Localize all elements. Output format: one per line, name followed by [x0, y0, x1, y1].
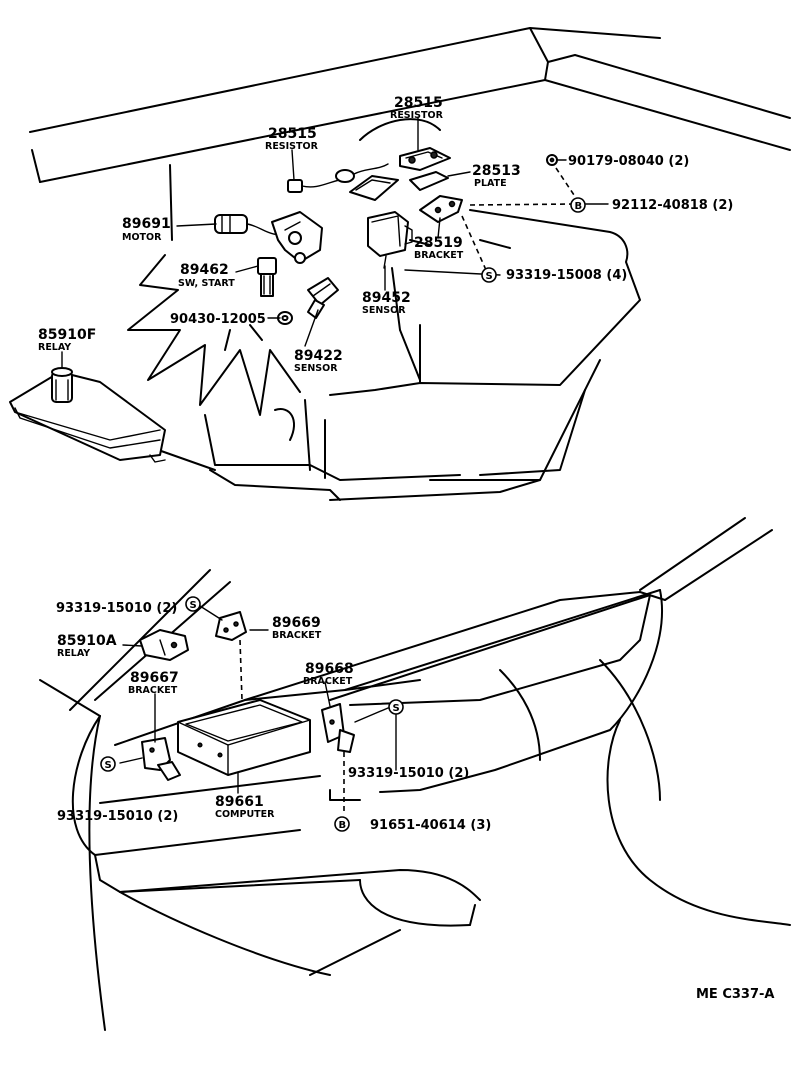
dash-interior-illustration: [39, 517, 791, 1031]
svg-text:89668: 89668: [305, 661, 354, 677]
svg-text:85910F: 85910F: [38, 327, 96, 343]
svg-text:MOTOR: MOTOR: [122, 232, 162, 243]
callout-computer-89661: 89661 COMPUTER: [215, 794, 275, 820]
lower-leader-lines: [119, 605, 397, 815]
svg-text:SENSOR: SENSOR: [294, 363, 338, 374]
callout-bracket-89668: 89668 BRACKET: [303, 661, 354, 687]
svg-text:90430-12005: 90430-12005: [170, 312, 266, 327]
svg-text:90179-08040 (2): 90179-08040 (2): [568, 154, 689, 169]
ref-screw-bottom-left: S 93319-15010 (2): [57, 756, 178, 824]
svg-text:28515: 28515: [394, 95, 443, 111]
svg-text:PLATE: PLATE: [474, 178, 507, 189]
svg-text:89667: 89667: [130, 670, 179, 686]
svg-text:BRACKET: BRACKET: [414, 250, 464, 261]
bolt-symbol-icon: [334, 816, 350, 832]
callout-resistor-left: 28515 RESISTOR: [265, 126, 319, 152]
svg-text:28519: 28519: [414, 235, 463, 251]
relay-85910a-part: [139, 629, 189, 661]
svg-text:S: S: [105, 760, 112, 771]
callout-relay-85910f: 85910F RELAY: [38, 327, 96, 353]
svg-text:28513: 28513: [472, 163, 521, 179]
bracket-89669-part: [215, 611, 247, 641]
bolt-symbol-icon: [570, 197, 586, 213]
svg-text:S: S: [190, 600, 197, 611]
ref-bolt-91651: B 91651-40614 (3): [334, 816, 491, 833]
screw-symbol-icon: [481, 267, 497, 283]
svg-text:89661: 89661: [215, 794, 264, 810]
computer-89661-part: [177, 699, 311, 776]
callout-start-switch: 89462 SW, START: [178, 262, 235, 289]
callout-sensor-89422: 89422 SENSOR: [294, 348, 343, 374]
ref-screw-right: S 93319-15010 (2): [348, 699, 469, 781]
figure-code: ME C337-A: [696, 987, 774, 1002]
svg-text:SW, START: SW, START: [178, 278, 235, 289]
svg-text:BRACKET: BRACKET: [272, 630, 322, 641]
nut-90179-part: [546, 154, 558, 166]
svg-text:89452: 89452: [362, 290, 411, 306]
screw-symbol-icon: [100, 756, 116, 772]
callout-bracket-89669: 89669 BRACKET: [272, 615, 322, 641]
svg-text:92112-40818 (2): 92112-40818 (2): [612, 198, 733, 213]
relay-85910f-part: [9, 367, 166, 463]
svg-text:B: B: [339, 820, 347, 831]
svg-text:B: B: [575, 201, 583, 212]
svg-text:93319-15010 (2): 93319-15010 (2): [348, 766, 469, 781]
svg-text:COMPUTER: COMPUTER: [215, 809, 275, 820]
plate-28513-part: [349, 171, 449, 201]
svg-text:RESISTOR: RESISTOR: [265, 141, 319, 152]
ref-gasket-90430: 90430-12005: [170, 312, 266, 327]
svg-text:89462: 89462: [180, 262, 229, 278]
engine-compartment-illustration: [29, 27, 791, 501]
svg-text:93319-15010 (2): 93319-15010 (2): [57, 809, 178, 824]
svg-text:RELAY: RELAY: [38, 342, 71, 353]
svg-text:S: S: [486, 271, 493, 282]
svg-text:93319-15008 (4): 93319-15008 (4): [506, 268, 627, 283]
screw-symbol-icon: [388, 699, 404, 715]
bracket-89668-part: [321, 703, 355, 753]
svg-text:85910A: 85910A: [57, 633, 117, 649]
svg-text:28515: 28515: [268, 126, 317, 142]
resistor-28515-left-part: [287, 163, 389, 193]
callout-motor: 89691 MOTOR: [122, 216, 171, 243]
svg-text:BRACKET: BRACKET: [128, 685, 178, 696]
start-switch-89462-part: [257, 257, 277, 297]
callout-resistor-top: 28515 RESISTOR: [390, 95, 444, 121]
callout-plate: 28513 PLATE: [472, 163, 521, 189]
screw-symbol-icon: [185, 596, 201, 612]
svg-text:BRACKET: BRACKET: [303, 676, 353, 687]
svg-text:89422: 89422: [294, 348, 343, 364]
svg-text:SENSOR: SENSOR: [362, 305, 406, 316]
callout-bracket-89667: 89667 BRACKET: [128, 670, 179, 696]
svg-text:RESISTOR: RESISTOR: [390, 110, 444, 121]
svg-text:91651-40614 (3): 91651-40614 (3): [370, 818, 491, 833]
ref-screw-93319-15008: S 93319-15008 (4): [481, 267, 627, 283]
callout-bracket-28519: 28519 BRACKET: [414, 235, 464, 261]
svg-text:89691: 89691: [122, 216, 171, 232]
bracket-28519-part: [419, 195, 463, 223]
svg-text:89669: 89669: [272, 615, 321, 631]
svg-text:S: S: [393, 703, 400, 714]
callout-relay-85910a: 85910A RELAY: [57, 633, 117, 659]
motor-89691-part: [214, 211, 323, 264]
ref-screw-top-left: 93319-15010 (2) S: [56, 596, 201, 616]
svg-text:93319-15010 (2): 93319-15010 (2): [56, 601, 177, 616]
resistor-28515-top-part: [399, 147, 451, 171]
callout-sensor-89452: 89452 SENSOR: [362, 290, 411, 316]
ref-nut-90179: 90179-08040 (2): [568, 154, 689, 169]
sensor-89422-part: [307, 277, 339, 319]
sensor-89452-part: [367, 211, 413, 269]
svg-text:RELAY: RELAY: [57, 648, 90, 659]
bracket-89667-part: [141, 737, 181, 781]
ref-bolt-92112: B 92112-40818 (2): [570, 197, 733, 213]
